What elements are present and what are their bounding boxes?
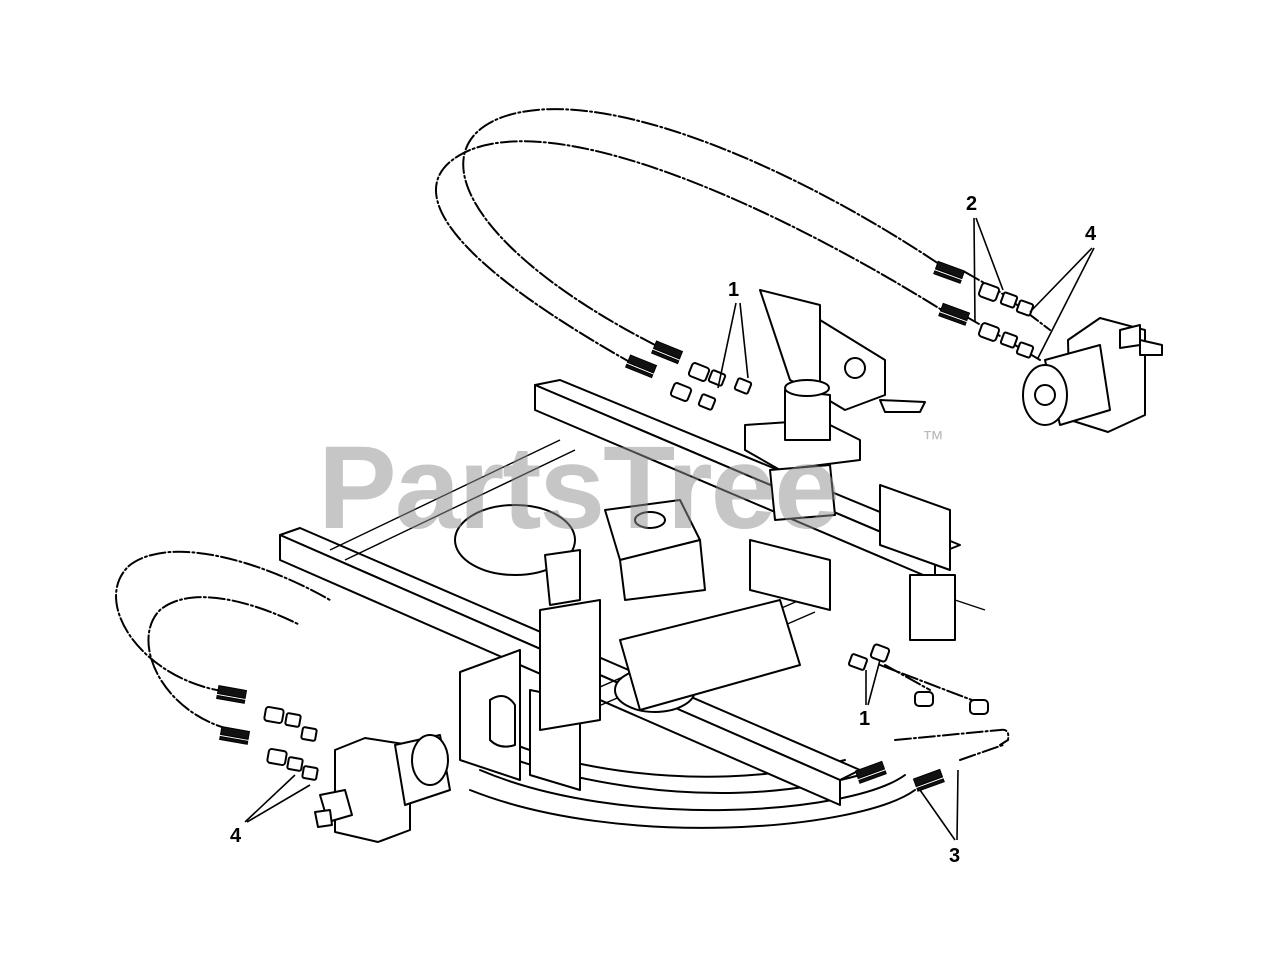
callout-label: 4 (230, 825, 242, 847)
watermark: PartsTree ™ (318, 422, 944, 554)
callout-2-upper: 2 (966, 193, 1004, 323)
hose-crimps (216, 260, 971, 792)
callout-1-upper: 1 (717, 279, 749, 389)
callout-4-lower: 4 (230, 774, 311, 847)
lower-wheel-motor (314, 734, 451, 843)
callout-4-upper: 4 (1029, 223, 1097, 359)
frame (279, 379, 986, 806)
lower-hose-loop (115, 550, 1010, 829)
callout-1-lower: 1 (859, 659, 881, 730)
callout-label: 1 (728, 279, 739, 301)
callout-3-lower: 3 (919, 769, 960, 867)
upper-hose-loop (435, 108, 1051, 366)
upper-wheel-motor (1022, 317, 1163, 433)
watermark-text: PartsTree (318, 422, 838, 554)
hydro-pump (544, 289, 926, 606)
callout-label: 3 (949, 845, 960, 867)
callout-label: 4 (1085, 223, 1097, 245)
callout-label: 1 (859, 708, 870, 730)
watermark-trademark: ™ (922, 426, 944, 451)
callout-label: 2 (966, 193, 977, 215)
